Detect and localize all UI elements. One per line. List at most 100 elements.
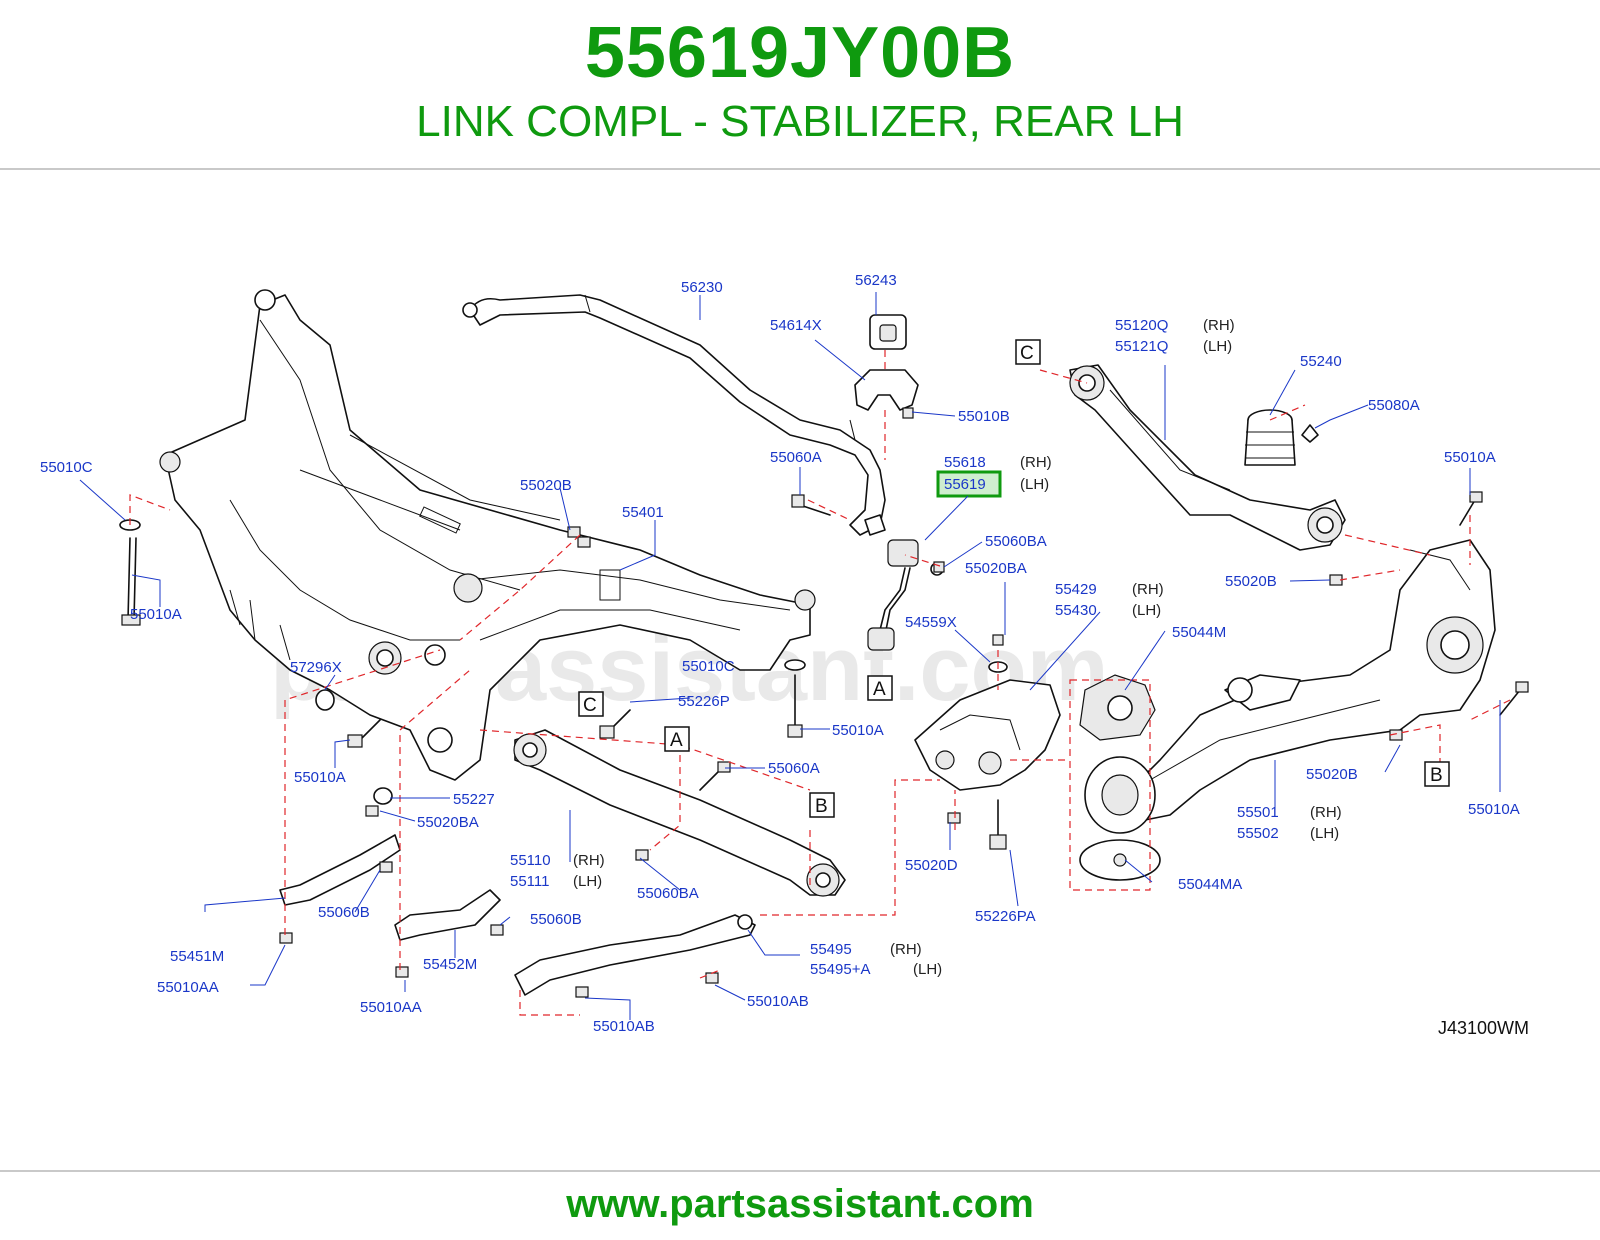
label-55227: 55227 — [453, 791, 495, 808]
page-header: 55619JY00B LINK COMPL - STABILIZER, REAR… — [0, 0, 1600, 168]
label-55010b: 55010B — [958, 408, 1010, 425]
label-55121q: 55121Q — [1115, 338, 1168, 355]
callout-b-right: B — [1424, 761, 1450, 787]
label-55501: 55501 — [1237, 804, 1279, 821]
lateral-link-drawing — [514, 914, 756, 996]
label-55060a-top: 55060A — [770, 449, 822, 466]
label-55010a-mid: 55010A — [832, 722, 884, 739]
label-54559x: 54559X — [905, 614, 957, 631]
label-55502-side: (LH) — [1310, 825, 1339, 842]
label-55060b-mid: 55060B — [530, 911, 582, 928]
rear-subframe-drawing — [159, 289, 816, 781]
label-55060ba-top: 55060BA — [985, 533, 1047, 550]
label-55618-side: (RH) — [1020, 454, 1052, 471]
lower-link-drawing — [513, 729, 846, 897]
bump-stopper-drawing — [1244, 409, 1319, 466]
label-56243: 56243 — [855, 272, 897, 289]
callout-c-right: C — [1015, 339, 1041, 365]
label-55495a: 55495+A — [810, 961, 870, 978]
parts-diagram: partsassistant.com — [40, 272, 1529, 1038]
svg-text:C: C — [583, 695, 597, 716]
arm-bracket-drawing — [914, 679, 1061, 791]
label-55020ba-low: 55020BA — [417, 814, 479, 831]
label-55495a-side: (LH) — [913, 961, 942, 978]
label-55495-side: (RH) — [890, 941, 922, 958]
label-55120q-side: (RH) — [1203, 317, 1235, 334]
stabilizer-bushing-drawing — [854, 314, 919, 411]
footer-divider — [0, 1170, 1600, 1172]
callout-a-right: A — [867, 675, 893, 701]
bracket-55452m-drawing — [394, 889, 501, 941]
header-divider — [0, 168, 1600, 170]
label-55010a-right-top: 55010A — [1444, 449, 1496, 466]
label-55495: 55495 — [810, 941, 852, 958]
label-55240: 55240 — [1300, 353, 1342, 370]
part-labels: 56230 56243 54614X 55010B 55060A 55618 (… — [40, 272, 1520, 1035]
stabilizer-bar-drawing — [462, 294, 886, 536]
label-55401: 55401 — [622, 504, 664, 521]
label-55010ab-left: 55010AB — [593, 1018, 655, 1035]
callout-c-left: C — [578, 691, 604, 717]
label-55501-side: (RH) — [1310, 804, 1342, 821]
label-55111-side: (LH) — [573, 873, 602, 890]
svg-text:B: B — [815, 796, 828, 817]
label-55010ab-right: 55010AB — [747, 993, 809, 1010]
label-55502: 55502 — [1237, 825, 1279, 842]
label-55010aa-mid: 55010AA — [360, 999, 422, 1016]
label-55010c-mid: 55010C — [682, 658, 735, 675]
part-description: LINK COMPL - STABILIZER, REAR LH — [416, 97, 1184, 146]
label-55060b-left: 55060B — [318, 904, 370, 921]
label-55044ma: 55044MA — [1178, 876, 1242, 893]
label-54614x: 54614X — [770, 317, 822, 334]
label-55120q: 55120Q — [1115, 317, 1168, 334]
stabilizer-link-drawing — [864, 514, 944, 651]
label-55111: 55111 — [510, 873, 550, 890]
axle-housing-drawing — [1129, 539, 1496, 821]
label-55452m: 55452M — [423, 956, 477, 973]
label-55226pa: 55226PA — [975, 908, 1036, 925]
label-55020b-right: 55020B — [1225, 573, 1277, 590]
label-55226p: 55226P — [678, 693, 730, 710]
label-55010a-left2: 55010A — [294, 769, 346, 786]
label-55430: 55430 — [1055, 602, 1097, 619]
label-55110: 55110 — [510, 852, 551, 869]
label-55060ba-low: 55060BA — [637, 885, 699, 902]
label-55044m: 55044M — [1172, 624, 1226, 641]
label-55080a: 55080A — [1368, 397, 1420, 414]
spring-seat-drawing — [1079, 674, 1161, 881]
label-57296x: 57296X — [290, 659, 342, 676]
label-55451m: 55451M — [170, 948, 224, 965]
label-55010c-left: 55010C — [40, 459, 93, 476]
label-55121q-side: (LH) — [1203, 338, 1232, 355]
diagram-code: J43100WM — [1438, 1018, 1529, 1038]
svg-text:A: A — [873, 679, 886, 700]
label-55020ba-mid: 55020BA — [965, 560, 1027, 577]
svg-text:C: C — [1020, 343, 1034, 364]
part-number-title: 55619JY00B — [584, 13, 1016, 93]
label-55010aa-left: 55010AA — [157, 979, 219, 996]
label-55429: 55429 — [1055, 581, 1097, 598]
label-55110-side: (RH) — [573, 852, 605, 869]
highlighted-part-box — [936, 470, 1002, 498]
hardware-drawing — [119, 407, 1529, 998]
leader-lines — [79, 292, 1501, 1020]
label-55020b-rlow: 55020B — [1306, 766, 1358, 783]
svg-text:A: A — [670, 730, 683, 751]
label-55010a-left: 55010A — [130, 606, 182, 623]
label-55010a-rlow: 55010A — [1468, 801, 1520, 818]
upper-link-drawing — [1069, 364, 1346, 551]
svg-text:B: B — [1430, 765, 1443, 786]
label-55429-side: (RH) — [1132, 581, 1164, 598]
label-55430-side: (LH) — [1132, 602, 1161, 619]
footer-website: www.partsassistant.com — [566, 1182, 1034, 1226]
label-55020d: 55020D — [905, 857, 958, 874]
assembly-guide-lines — [129, 350, 1511, 1016]
callout-b-left: B — [809, 792, 835, 818]
label-55020b-left: 55020B — [520, 477, 572, 494]
label-55619-side: (LH) — [1020, 476, 1049, 493]
label-55619: 55619 — [944, 476, 986, 493]
callout-a-left: A — [664, 726, 690, 752]
label-55060a-low: 55060A — [768, 760, 820, 777]
label-55618: 55618 — [944, 454, 986, 471]
label-56230: 56230 — [681, 279, 723, 296]
